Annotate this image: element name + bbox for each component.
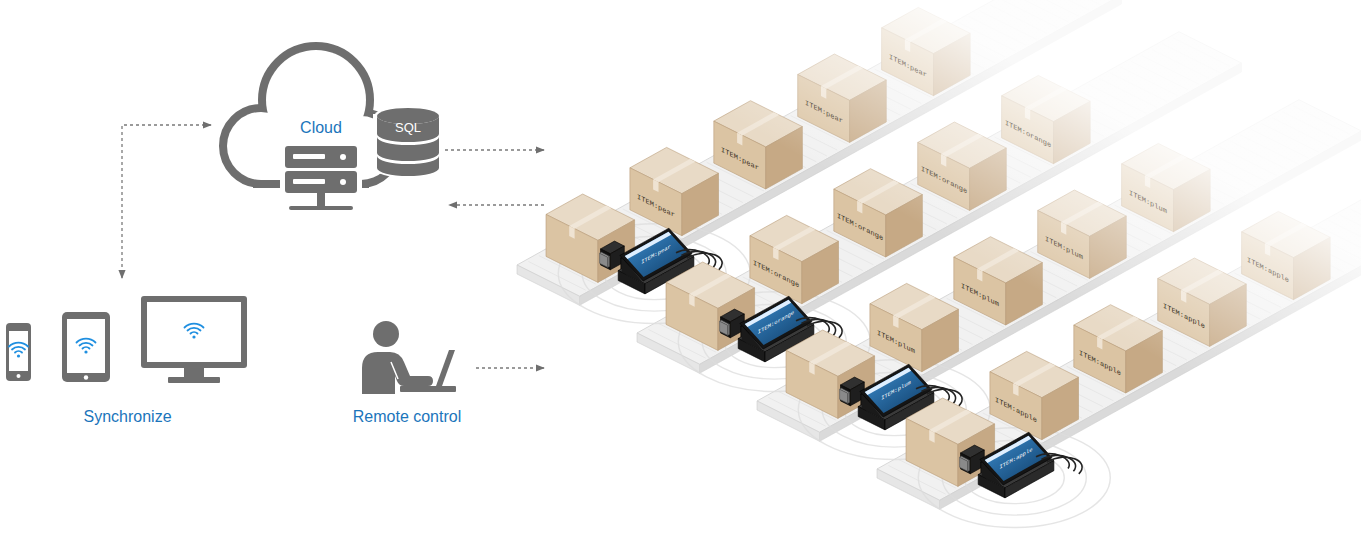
database-node: SQL <box>375 106 441 178</box>
database-cylinder <box>375 106 441 178</box>
box-label: ITEM:pear <box>637 192 675 219</box>
node-label: Cloud <box>300 119 342 137</box>
cloud-shape <box>227 50 393 180</box>
box-label: ITEM:pear <box>889 52 927 79</box>
fade-overlay <box>500 0 1361 545</box>
box-label: ITEM:pear <box>805 99 843 126</box>
box-label: ITEM:plum <box>1129 188 1167 215</box>
node-label: Remote control <box>353 408 462 426</box>
box-label: ITEM:orange <box>1004 118 1050 149</box>
phone-icon <box>6 323 31 381</box>
screen-label: ITEM:orange <box>758 309 794 335</box>
box-label: ITEM:plum <box>961 282 999 309</box>
production-line: ITEM:pearITEM:pearITEM:pearITEM:pearITEM… <box>548 0 1361 545</box>
tablet-icon <box>62 312 110 382</box>
remote-operator: Remote control <box>342 318 472 430</box>
dashed-connector <box>476 367 544 368</box>
box-label: ITEM:orange <box>921 165 967 196</box>
box-label: ITEM:apple <box>1079 349 1121 378</box>
box-label: ITEM:orange <box>753 258 799 289</box>
cloud-shape <box>227 50 393 180</box>
database-band <box>377 156 439 176</box>
box-label: ITEM:orange <box>837 211 883 242</box>
server-icon <box>280 141 362 214</box>
box-label: ITEM:apple <box>1247 255 1289 284</box>
node-label: SQL <box>395 121 421 136</box>
box-label: ITEM:plum <box>1045 235 1083 262</box>
box-label: ITEM:apple <box>1163 302 1205 331</box>
cloud-node: SQL Cloud <box>215 40 445 218</box>
dashed-connector <box>122 125 211 278</box>
operator-icon <box>362 321 456 394</box>
connectors <box>122 125 544 368</box>
screen-label: ITEM:apple <box>1000 446 1033 471</box>
box-label: ITEM:pear <box>721 146 759 173</box>
monitor-icon <box>141 296 247 383</box>
node-label: Synchronize <box>83 408 171 426</box>
screen-label: ITEM:plum <box>881 379 911 402</box>
dashed-connector <box>449 204 544 205</box>
database-band <box>377 137 439 161</box>
database-band <box>377 116 439 142</box>
box-label: ITEM:apple <box>995 395 1037 424</box>
device-group: Synchronize <box>0 282 255 430</box>
dashed-connector <box>445 149 544 150</box>
screen-label: ITEM:pear <box>641 243 671 266</box>
box-label: ITEM:plum <box>877 328 915 355</box>
